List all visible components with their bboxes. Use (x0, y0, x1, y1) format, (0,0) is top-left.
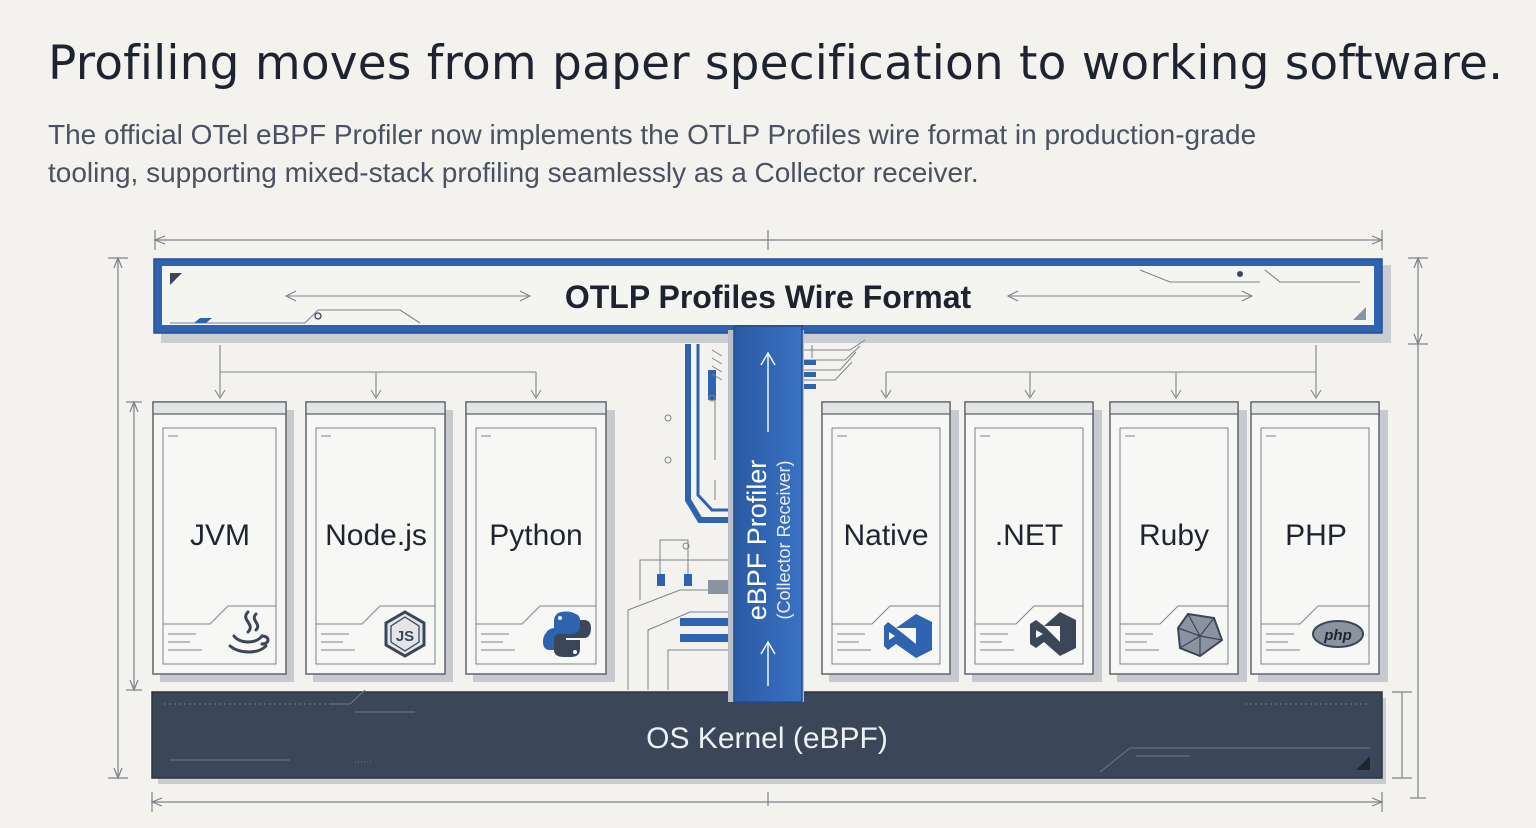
runtime-card-native: Native (821, 401, 959, 682)
ebpf-profiler-column: eBPF Profiler (Collector Receiver) (728, 325, 804, 703)
runtime-label-python: Python (489, 519, 582, 552)
profiler-name: eBPF Profiler (742, 460, 772, 621)
php-logo-text: php (1323, 627, 1352, 644)
runtime-card-ruby: Ruby (1109, 401, 1247, 682)
runtime-label-dotnet: .NET (995, 519, 1063, 552)
runtime-card-dotnet: .NET (964, 401, 1102, 682)
python-icon (543, 611, 591, 657)
runtime-card-python: Python (465, 401, 615, 682)
runtime-card-php: PHP php (1250, 401, 1388, 682)
circuit-traces (627, 339, 866, 690)
wire-format-layer: OTLP Profiles Wire Format (153, 258, 1391, 343)
native-code-icon (884, 614, 932, 658)
php-icon: php (1312, 620, 1364, 648)
page-title: Profiling moves from paper specification… (48, 36, 1504, 91)
kernel-label: OS Kernel (eBPF) (646, 722, 888, 755)
page-subtitle: The official OTel eBPF Profiler now impl… (48, 116, 1468, 192)
java-icon (228, 610, 270, 654)
wire-format-label: OTLP Profiles Wire Format (565, 279, 972, 315)
svg-text:JS: JS (396, 628, 414, 645)
runtime-cards: JVM Node.js JS (152, 401, 1388, 682)
runtime-label-php: PHP (1285, 519, 1347, 552)
runtime-card-jvm: JVM (152, 401, 294, 682)
ruby-icon (1176, 612, 1224, 658)
dimension-lines (108, 230, 1428, 812)
runtime-label-ruby: Ruby (1139, 519, 1209, 552)
os-kernel-layer: OS Kernel (eBPF) (151, 689, 1386, 784)
subtitle-line-1: The official OTel eBPF Profiler now impl… (48, 119, 1257, 150)
profiler-role: (Collector Receiver) (774, 460, 794, 619)
runtime-label-native: Native (843, 519, 928, 552)
runtime-label-jvm: JVM (190, 519, 250, 552)
wire-to-runtime-connectors (214, 345, 1322, 400)
runtime-card-nodejs: Node.js JS (305, 401, 453, 682)
subtitle-line-2: tooling, supporting mixed-stack profilin… (48, 157, 979, 188)
runtime-label-nodejs: Node.js (325, 519, 427, 552)
dotnet-icon (1030, 612, 1076, 656)
nodejs-icon: JS (384, 610, 426, 658)
